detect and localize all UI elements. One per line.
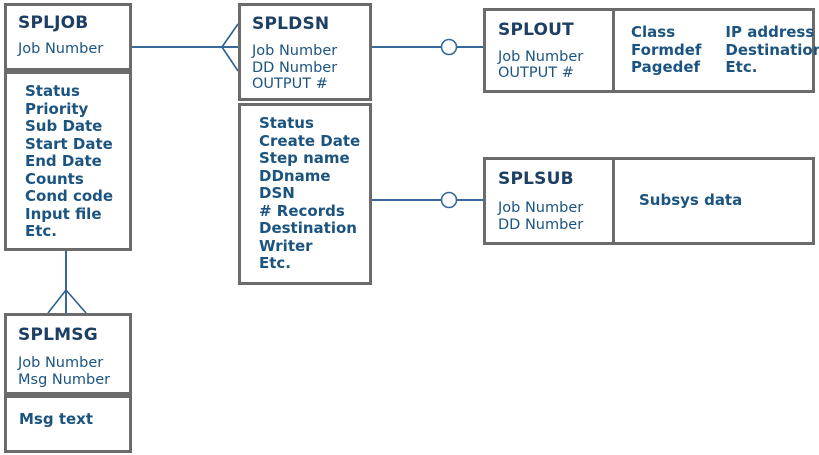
attribute-item: Class [631, 23, 676, 42]
key-item: OUTPUT # [498, 65, 574, 81]
entity-splout[interactable]: SPLOUT Job Number OUTPUT # Class Formdef… [483, 8, 819, 93]
attribute-item: IP address [725, 23, 815, 42]
entity-splout-divider [612, 11, 615, 90]
attribute-item: Create Date [259, 131, 361, 150]
entity-splsub-title: SPLSUB [498, 169, 574, 189]
attribute-item: Formdef [631, 40, 702, 59]
relationship-spldsn-splout [371, 38, 483, 56]
entity-spldsn-title: SPLDSN [252, 14, 330, 34]
entity-spldsn-header[interactable]: SPLDSN Job Number DD Number OUTPUT # [238, 3, 372, 101]
entity-spljob-key-0: Job Number [18, 41, 104, 57]
attribute-item: Sub Date [25, 117, 103, 135]
attribute-item: # Records [259, 201, 345, 220]
entity-splsub-attr-cell: Subsys data [615, 160, 812, 242]
attribute-item: Destination [259, 219, 357, 237]
attribute-item: Etc. [725, 58, 758, 77]
attribute-item: Subsys data [639, 191, 743, 210]
key-item: OUTPUT # [252, 76, 328, 92]
key-item: Job Number [498, 200, 584, 216]
attribute-item: Status [25, 82, 80, 100]
attribute-item: Destination [725, 40, 819, 59]
entity-spljob-header[interactable]: SPLJOB Job Number [4, 3, 132, 71]
key-item: DD Number [498, 216, 584, 233]
attribute-item: Etc. [259, 254, 292, 272]
attribute-item: Counts [25, 169, 84, 188]
entity-splmsg-title: SPLMSG [18, 325, 98, 345]
entity-spldsn-attributes[interactable]: Status Create Date Step name DDname DSN … [238, 103, 372, 285]
attribute-item: DSN [259, 184, 295, 202]
entity-spljob-title: SPLJOB [18, 13, 89, 33]
attribute-item: Input file [25, 204, 102, 223]
attribute-item: Msg text [19, 410, 94, 428]
relationship-spldsn-splsub [371, 191, 483, 209]
relationship-spljob-spldsn [131, 23, 239, 72]
attribute-item: Cond code [25, 187, 114, 205]
attribute-item: Etc. [25, 222, 58, 240]
optional-circle-icon [440, 38, 458, 56]
attribute-item: Status [259, 114, 314, 132]
entity-splout-key-cell: SPLOUT Job Number OUTPUT # [486, 11, 612, 90]
entity-splout-title: SPLOUT [498, 19, 574, 40]
attribute-column-1: Class Formdef Pagedef [631, 24, 701, 77]
key-item: Job Number [498, 48, 584, 65]
optional-circle-icon [440, 191, 458, 209]
key-item: Job Number [18, 355, 104, 371]
attribute-item: Writer [259, 236, 313, 255]
attribute-item: Pagedef [631, 58, 701, 77]
entity-splmsg-header[interactable]: SPLMSG Job Number Msg Number [4, 313, 132, 395]
key-item: Msg Number [18, 371, 111, 388]
entity-spljob-attributes[interactable]: Status Priority Sub Date Start Date End … [4, 71, 132, 251]
relationship-spljob-splmsg [47, 250, 87, 314]
attribute-item: Start Date [25, 134, 113, 153]
attribute-column-2: IP address Destination Etc. [725, 24, 819, 77]
attribute-item: Step name [259, 149, 350, 167]
attribute-item: Priority [25, 99, 89, 118]
entity-splmsg-attributes[interactable]: Msg text [4, 395, 132, 453]
entity-splsub-divider [612, 160, 615, 242]
attribute-item: DDname [259, 166, 331, 185]
entity-splsub[interactable]: SPLSUB Job Number DD Number Subsys data [483, 157, 815, 245]
entity-splout-attr-cell: Class Formdef Pagedef IP address Destina… [615, 11, 819, 90]
attribute-item: End Date [25, 152, 102, 170]
key-item: DD Number [252, 59, 338, 76]
entity-splsub-key-cell: SPLSUB Job Number DD Number [486, 160, 612, 242]
key-item: Job Number [252, 43, 338, 59]
